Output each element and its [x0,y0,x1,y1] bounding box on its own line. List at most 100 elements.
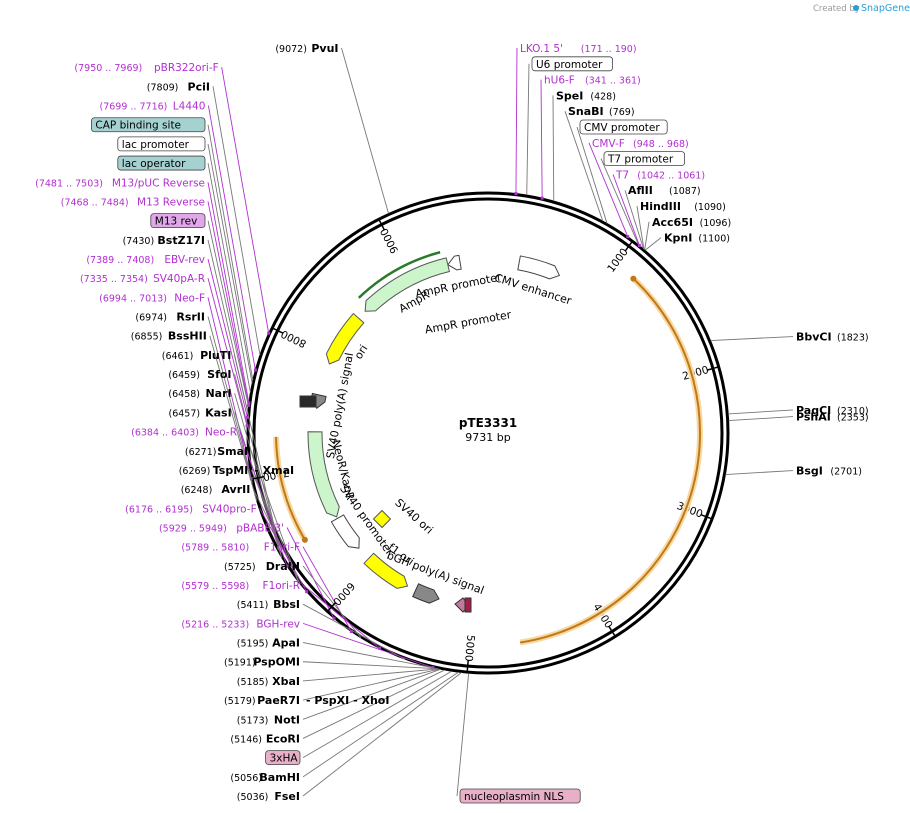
feature-cmv-enhancer[interactable] [517,255,561,280]
label-noti[interactable]: NotI(5173) [237,713,300,726]
tick-mark [608,625,616,637]
label-paer7i[interactable]: PaeR7I(5179)- PspXI - XhoI [224,694,389,707]
label-acc65i[interactable]: Acc65I(1096) [652,216,731,229]
label-pspomi[interactable]: PspOMI(5191) [224,656,300,669]
label-pbabe-3[interactable]: pBABE 3'(5929 .. 5949) [159,522,284,534]
label-bsshii[interactable]: BssHII(6855) [131,330,207,343]
site-position: (5056) [230,773,262,784]
label-l4440[interactable]: L4440(7699 .. 7716) [100,101,206,113]
label-bsgi[interactable]: BsgI(2701) [796,465,862,478]
feature-sv40-promoter[interactable] [330,514,360,549]
feature-box-label: CMV promoter [584,122,660,134]
label-kasi[interactable]: KasI(6457) [168,406,231,419]
site-name: PvuI [311,42,338,55]
label-f1ori-f[interactable]: F1ori-F(5789 .. 5810) [181,542,300,554]
site-name: Neo-F [174,292,205,304]
label-spei[interactable]: SpeI(428) [556,89,616,102]
label-pluti[interactable]: PluTI(6461) [162,349,232,362]
label-rsrii[interactable]: RsrII(6974) [135,311,205,324]
feature-label: ori [352,343,371,362]
label-m13-reverse[interactable]: M13 Reverse(7468 .. 7484) [61,196,205,208]
label-nucleoplasmin-nls[interactable]: nucleoplasmin NLS [459,788,581,804]
site-name: F1ori-F [264,542,300,554]
label-pcii[interactable]: PciI(7809) [147,80,210,93]
label-cmv-promoter[interactable]: CMV promoter [579,119,668,135]
label-t7-promoter[interactable]: T7 promoter [603,151,685,167]
label-lko-1-5[interactable]: LKO.1 5' (171 .. 190) [520,43,637,55]
feature-label: bGH poly(A) signal [385,549,486,597]
backbone-outer [246,191,730,675]
label-lac-operator[interactable]: lac operator [117,155,206,171]
label-lac-promoter[interactable]: lac promoter [117,136,206,152]
label-bstz17i[interactable]: BstZ17I(7430) [123,234,205,247]
leader-line [302,603,406,660]
label-pshai[interactable]: PshAI(2353) [796,411,869,424]
site-position: (171 .. 190) [581,44,637,55]
label-sv40pro-f[interactable]: SV40pro-F(6176 .. 6195) [125,503,256,515]
credit-brand[interactable]: SnapGene [861,3,910,14]
label-paqci[interactable]: PaqCI(2310) [796,404,869,417]
label-pvui[interactable]: PvuI (9072) [275,42,338,55]
feature-f1-ori[interactable] [363,552,409,589]
feature-neor-kanr[interactable] [307,431,340,518]
site-name: Neo-R [205,427,237,439]
site-name: KpnI [664,232,692,245]
site-extra: - PspXI - XhoI [306,694,389,707]
primer-site-mark [247,401,251,405]
site-position: (9072) [275,44,307,55]
label-kpni[interactable]: KpnI(1100) [664,232,730,245]
label-f1ori-r[interactable]: F1ori-R(5579 .. 5598) [181,580,300,592]
feature-box [459,788,581,804]
label-bamhi[interactable]: BamHI(5056) [230,771,300,784]
label-fsei[interactable]: FseI(5036) [237,790,300,803]
label-m13-puc-reverse[interactable]: M13/pUC Reverse(7481 .. 7503) [35,177,205,189]
leader-line [341,47,389,214]
label-pbr322ori-f[interactable]: pBR322ori-F(7950 .. 7969) [74,62,218,74]
site-position: (5146) [230,734,262,745]
label-sv40pa-r[interactable]: SV40pA-R(7335 .. 7354) [80,273,205,285]
label-xbai[interactable]: XbaI(5185) [237,675,300,688]
tick-mark [700,513,713,520]
label-draiii[interactable]: DraIII(5725) [224,560,300,573]
leader-line [302,669,445,739]
label-tspmi[interactable]: TspMI(6269)- XmaI [179,464,294,477]
leader-line [207,220,249,407]
label-sfoi[interactable]: SfoI(6459) [168,368,231,381]
label-t7[interactable]: T7(1042 .. 1061) [615,169,705,181]
label-hu6-f[interactable]: hU6-F(341 .. 361) [544,75,641,87]
site-position: (1042 .. 1061) [637,170,705,181]
label-hindiii[interactable]: HindIII(1090) [640,200,726,213]
site-position: (948 .. 968) [633,139,689,150]
label-3xha[interactable]: 3xHA [265,750,301,766]
label-apai[interactable]: ApaI(5195) [237,637,300,650]
inner-label: SV40 ori [392,496,435,536]
label-bbvci[interactable]: BbvCI(1823) [796,331,869,344]
backbone-inner [252,197,724,669]
label-neo-f[interactable]: Neo-F(6994 .. 7013) [99,292,205,304]
site-position: (6457) [168,408,200,419]
tick-mark [326,602,337,612]
label-bgh-rev[interactable]: BGH-rev(5216 .. 5233) [181,618,300,630]
label-aflii[interactable]: AflII(1087) [628,184,701,197]
site-name: SmaI [217,445,248,458]
label-nari[interactable]: NarI(6458) [168,387,231,400]
feature-ori[interactable] [325,312,365,365]
label-avrii[interactable]: AvrII(6248) [181,483,251,496]
label-ebv-rev[interactable]: EBV-rev(7389 .. 7408) [86,254,205,266]
label-snabi[interactable]: SnaBI(769) [568,105,635,118]
label-cap-binding-site[interactable]: CAP binding site [91,117,206,133]
site-name: PspOMI [253,656,300,669]
label-cmv-f[interactable]: CMV-F(948 .. 968) [592,138,689,150]
label-bbsi[interactable]: BbsI(5411) [237,598,300,611]
label-m13-rev[interactable]: M13 rev [150,213,206,229]
label-u6-promoter[interactable]: U6 promoter [531,56,613,72]
site-name: NotI [274,713,300,726]
label-neo-r[interactable]: Neo-R(6384 .. 6403) [131,427,237,439]
feature-box [150,213,206,229]
feature-ampr-promoter[interactable] [447,254,462,271]
label-smai[interactable]: SmaI(6271) [185,445,248,458]
feature-bgh-poly-a-signal[interactable] [412,583,440,604]
label-ecori[interactable]: EcoRI(5146) [230,732,300,745]
site-name: LKO.1 5' [520,43,563,55]
feature-ampr[interactable] [364,257,451,312]
